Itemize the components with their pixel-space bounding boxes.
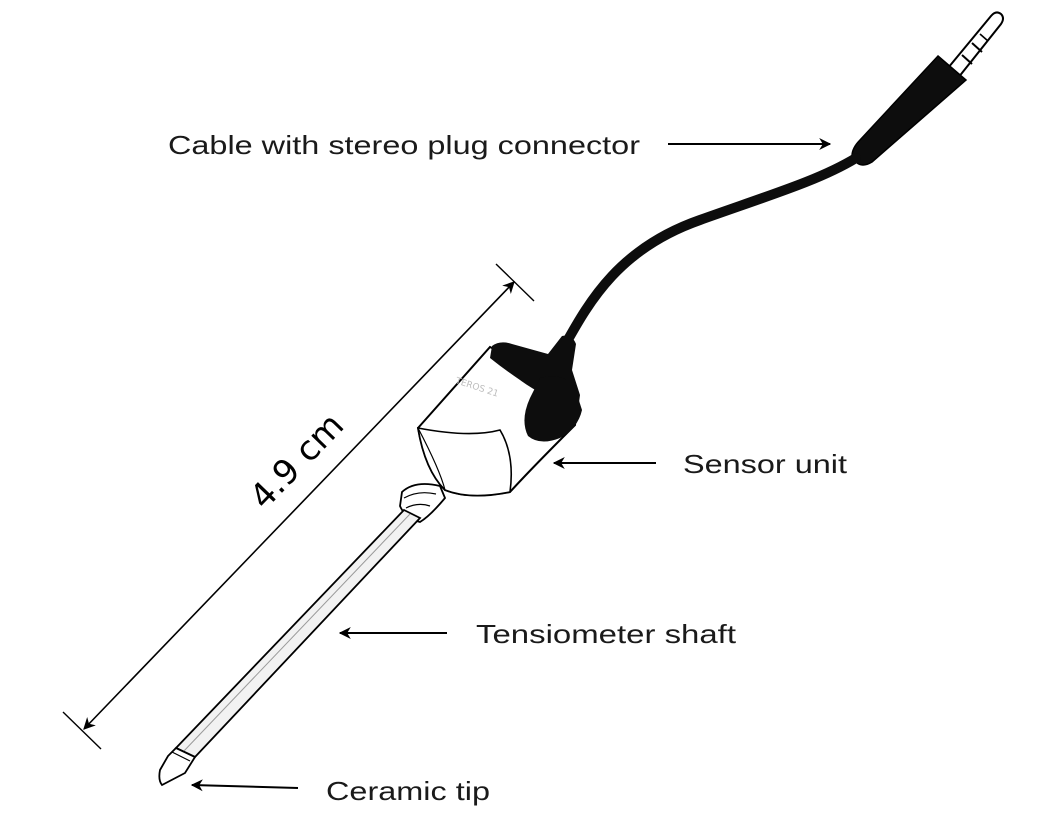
callout-shaft: Tensiometer shaft — [338, 619, 737, 649]
ceramic-tip — [158, 746, 197, 787]
dimension-indicator: 4.9 cm — [62, 263, 535, 750]
dimension-tick-top — [495, 263, 535, 302]
stereo-plug-connector — [851, 11, 1004, 166]
tip-arrow — [190, 779, 299, 792]
dimension-label: 4.9 cm — [242, 405, 352, 517]
callout-sensor: Sensor unit — [552, 449, 848, 479]
dimension-line — [83, 281, 515, 730]
shaft-label: Tensiometer shaft — [476, 619, 737, 649]
cable-label: Cable with stereo plug connector — [168, 130, 640, 160]
callout-tip: Ceramic tip — [190, 776, 490, 806]
cable — [560, 153, 861, 350]
tip-label: Ceramic tip — [326, 776, 490, 806]
sensor-unit: TEROS 21 — [416, 335, 582, 497]
sensor-label: Sensor unit — [683, 449, 848, 479]
dimension-tick-bottom — [62, 711, 102, 750]
callout-cable: Cable with stereo plug connector — [168, 130, 832, 160]
